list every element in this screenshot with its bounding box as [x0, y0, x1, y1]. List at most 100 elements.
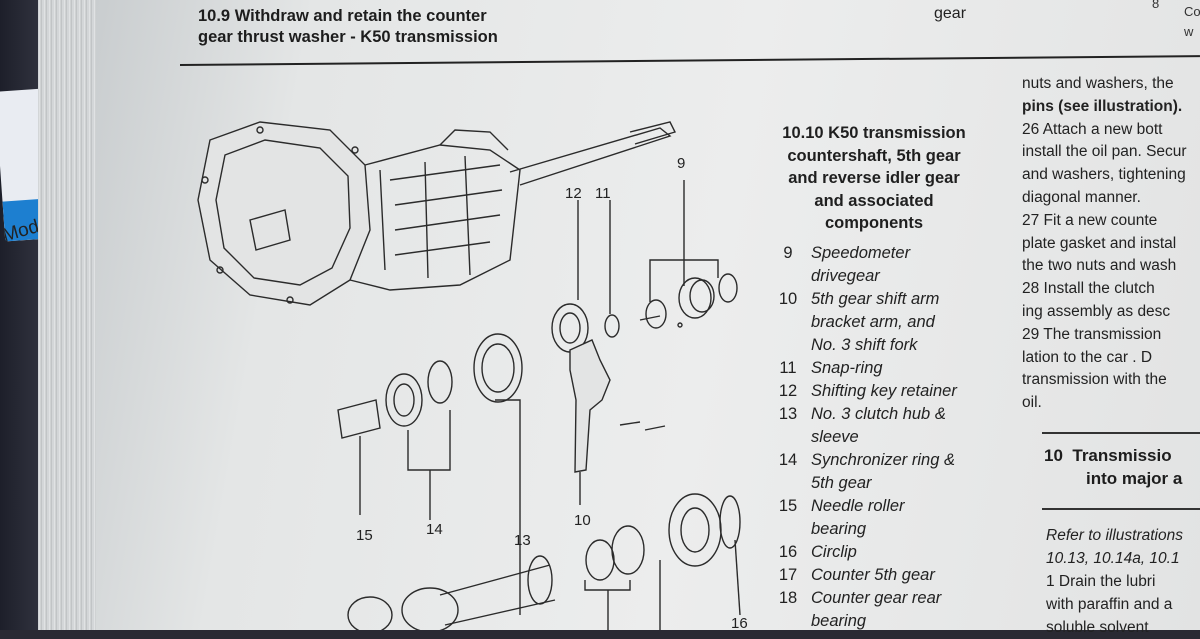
- right-column-text: nuts and washers, the pins (see illustra…: [1022, 73, 1200, 415]
- previous-figure-caption: 10.9 Withdraw and retain the counter gea…: [198, 6, 498, 48]
- exploded-view-diagram: 12 11 9 10 13 14 15 16: [197, 121, 748, 630]
- legend-line: bracket arm, and: [811, 313, 935, 331]
- manual-page: [96, 0, 1200, 630]
- legend-line: No. 3 clutch hub &: [811, 405, 946, 423]
- text-line: with paraffin and a: [1046, 596, 1173, 613]
- legend-number: 18: [778, 589, 798, 607]
- section-title: Transmissio: [1072, 446, 1172, 465]
- text-line: transmission with the: [1022, 371, 1167, 389]
- legend-item: 11 Snap-ring: [765, 357, 1015, 380]
- section-rule-top: [1042, 432, 1200, 434]
- legend-line: bearing: [811, 612, 867, 630]
- figure-caption-line: and reverse idler gear: [788, 169, 960, 187]
- legend-item: 17 Counter 5th gear: [765, 564, 1015, 587]
- text-line: lation to the car . D: [1022, 348, 1153, 366]
- legend-number: 12: [778, 382, 798, 400]
- callout-11: 11: [595, 185, 611, 202]
- caption-line: 10.9 Withdraw and retain the counter: [198, 7, 487, 25]
- text-line: and washers, tightening: [1022, 166, 1186, 184]
- transmission-case: [197, 121, 676, 306]
- text-line: the two nuts and wash: [1022, 257, 1177, 275]
- text-line: 29 The transmission: [1022, 325, 1162, 343]
- corner-number: 8: [1152, 0, 1160, 11]
- section-body-text: Refer to illustrations 10.13, 10.14a, 10…: [1046, 524, 1200, 639]
- legend-line: Needle roller: [811, 497, 905, 515]
- text-line: install the oil pan. Secur: [1022, 143, 1187, 161]
- figure-caption-line: countershaft, 5th gear: [787, 146, 961, 165]
- parts-legend: 9 Speedometer drivegear 10 5th gear shift a…: [765, 242, 1015, 633]
- section-heading: 10 Transmissio into major a: [1044, 444, 1182, 490]
- legend-number: 11: [779, 359, 797, 377]
- text-line: 28 Install the clutch: [1022, 280, 1155, 298]
- legend-text: Synchronizer ring & 5th gear: [811, 449, 1015, 495]
- section-title-line2: into major a: [1086, 469, 1183, 488]
- text-line: 10.13, 10.14a, 10.1: [1046, 550, 1180, 567]
- legend-text: Counter 5th gear: [811, 566, 935, 584]
- clutch-hub-parts: [337, 200, 620, 615]
- legend-text: Shifting key retainer: [811, 382, 957, 400]
- legend-text: Speedometer drivegear: [811, 242, 1015, 288]
- legend-item: 15 Needle roller bearing: [765, 495, 1015, 541]
- caption-line: gear thrust washer - K50 transmission: [198, 28, 498, 46]
- callout-16: 16: [731, 615, 748, 630]
- text-line: 26 Attach a new bott: [1022, 120, 1163, 138]
- text-line: plate gasket and instal: [1022, 234, 1177, 252]
- legend-line: bearing: [811, 520, 867, 538]
- legend-item: 16 Circlip: [765, 541, 1015, 564]
- figure-caption-line: 10.10 K50 transmission: [782, 124, 966, 142]
- text-line: 27 Fit a new counte: [1022, 211, 1158, 229]
- text-line: ing assembly as desc: [1022, 302, 1171, 320]
- legend-line: sleeve: [811, 428, 859, 446]
- text-line: nuts and washers, the: [1022, 75, 1174, 92]
- header-right-word: gear: [934, 5, 967, 22]
- callout-13: 13: [514, 532, 531, 549]
- text-line: 1 Drain the lubri: [1046, 573, 1156, 590]
- text-line: oil.: [1022, 394, 1042, 412]
- figure-caption: 10.10 K50 transmission countershaft, 5th…: [760, 122, 988, 235]
- legend-text: Counter gear rear bearing: [811, 587, 1015, 633]
- callout-10: 10: [574, 512, 591, 529]
- speedometer-drivegear-set: [645, 180, 738, 329]
- legend-line: Synchronizer ring &: [811, 451, 955, 469]
- shift-fork-assembly: [569, 315, 666, 505]
- legend-item: 12 Shifting key retainer: [765, 380, 1015, 403]
- legend-text: No. 3 clutch hub & sleeve: [811, 403, 1015, 449]
- legend-text: Needle roller bearing: [811, 495, 1015, 541]
- legend-number: 17: [778, 566, 798, 584]
- legend-line: 5th gear shift arm: [811, 290, 940, 308]
- figure-caption-line: and associated: [814, 191, 934, 210]
- callout-15: 15: [356, 527, 373, 544]
- legend-line: drivegear: [811, 267, 880, 285]
- legend-line: Speedometer: [811, 244, 911, 262]
- text-line: Refer to illustrations: [1046, 527, 1183, 544]
- corner-line: Co: [1184, 4, 1200, 19]
- countershaft-assembly: [347, 493, 741, 630]
- text-line: pins (see illustration).: [1022, 97, 1183, 115]
- legend-number: 13: [778, 405, 798, 423]
- figure-caption-line: components: [824, 214, 924, 232]
- legend-number: 16: [778, 543, 798, 561]
- legend-item: 14 Synchronizer ring & 5th gear: [765, 449, 1015, 495]
- callout-12: 12: [565, 185, 582, 202]
- legend-line: No. 3 shift fork: [811, 336, 918, 354]
- legend-line: 5th gear: [811, 474, 872, 492]
- text-line: soluble solvent: [1046, 619, 1149, 636]
- legend-item: 18 Counter gear rear bearing: [765, 587, 1015, 633]
- legend-number: 9: [783, 244, 793, 262]
- legend-number: 10: [778, 290, 798, 308]
- callout-14: 14: [426, 521, 443, 538]
- section-number: 10: [1044, 446, 1063, 465]
- legend-text: Snap-ring: [811, 359, 883, 377]
- legend-line: Counter gear rear: [811, 589, 942, 607]
- legend-text: Circlip: [811, 543, 857, 561]
- legend-item: 9 Speedometer drivegear: [765, 242, 1015, 288]
- text-line: diagonal manner.: [1022, 188, 1141, 206]
- section-rule-bottom: [1042, 508, 1200, 510]
- callout-9: 9: [677, 155, 685, 172]
- corner-line: w: [1184, 24, 1194, 39]
- legend-number: 15: [778, 497, 798, 515]
- legend-number: 14: [778, 451, 798, 469]
- legend-item: 13 No. 3 clutch hub & sleeve: [765, 403, 1015, 449]
